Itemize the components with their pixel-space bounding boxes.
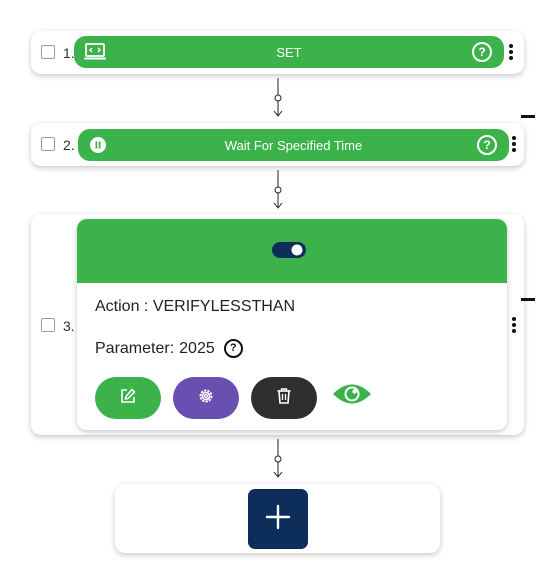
step-3-panel-header <box>77 219 507 283</box>
settings-button[interactable] <box>173 377 239 419</box>
step-1-label: SET <box>276 44 302 60</box>
plus-icon <box>265 504 291 535</box>
eye-icon[interactable] <box>332 381 372 412</box>
step-1-number: 1. <box>63 45 75 61</box>
step-2-kebab-menu[interactable] <box>511 136 517 154</box>
edit-button[interactable] <box>95 377 161 419</box>
parameter-label: Parameter: <box>95 339 175 357</box>
action-value: VERIFYLESSTHAN <box>152 298 296 315</box>
step-1-card: 1. SET ? <box>31 31 524 74</box>
action-label: Action : <box>95 298 149 315</box>
step-2-label: Wait For Specified Time <box>224 137 363 153</box>
step-1-kebab-menu[interactable] <box>508 44 514 62</box>
step-2-number: 2. <box>63 137 75 153</box>
connector-arrow-3 <box>273 439 283 478</box>
gear-icon <box>197 387 215 410</box>
trash-icon <box>276 387 292 410</box>
parameter-row: Parameter: 2025 ? <box>95 339 243 358</box>
action-row: Action : VERIFYLESSTHAN <box>95 298 295 316</box>
step-3-checkbox[interactable] <box>41 318 55 332</box>
step-1-bar[interactable]: SET ? <box>74 36 504 68</box>
edit-icon <box>119 387 137 410</box>
connector-arrow-1 <box>273 78 283 117</box>
side-dash-marker <box>521 298 535 301</box>
delete-button[interactable] <box>251 377 317 419</box>
monitor-code-icon <box>84 43 106 64</box>
pause-icon <box>90 137 106 156</box>
step-2-checkbox[interactable] <box>41 137 55 151</box>
step-2-card: 2. Wait For Specified Time ? <box>31 123 524 166</box>
toggle-switch-icon[interactable] <box>272 241 306 264</box>
parameter-help-icon[interactable]: ? <box>223 339 243 358</box>
step-2-help-icon[interactable]: ? <box>477 135 497 155</box>
side-dash-marker <box>521 115 535 118</box>
add-step-card <box>115 484 440 553</box>
parameter-value: 2025 <box>179 339 215 357</box>
step-1-checkbox[interactable] <box>41 45 55 59</box>
step-2-bar[interactable]: Wait For Specified Time ? <box>78 129 509 161</box>
step-3-number: 3. <box>63 318 75 334</box>
add-step-button[interactable] <box>248 489 308 549</box>
step-3-detail-panel: Action : VERIFYLESSTHAN Parameter: 2025 … <box>77 219 507 430</box>
step-1-help-icon[interactable]: ? <box>472 42 492 62</box>
connector-arrow-2 <box>273 170 283 209</box>
step-3-kebab-menu[interactable] <box>511 317 517 335</box>
